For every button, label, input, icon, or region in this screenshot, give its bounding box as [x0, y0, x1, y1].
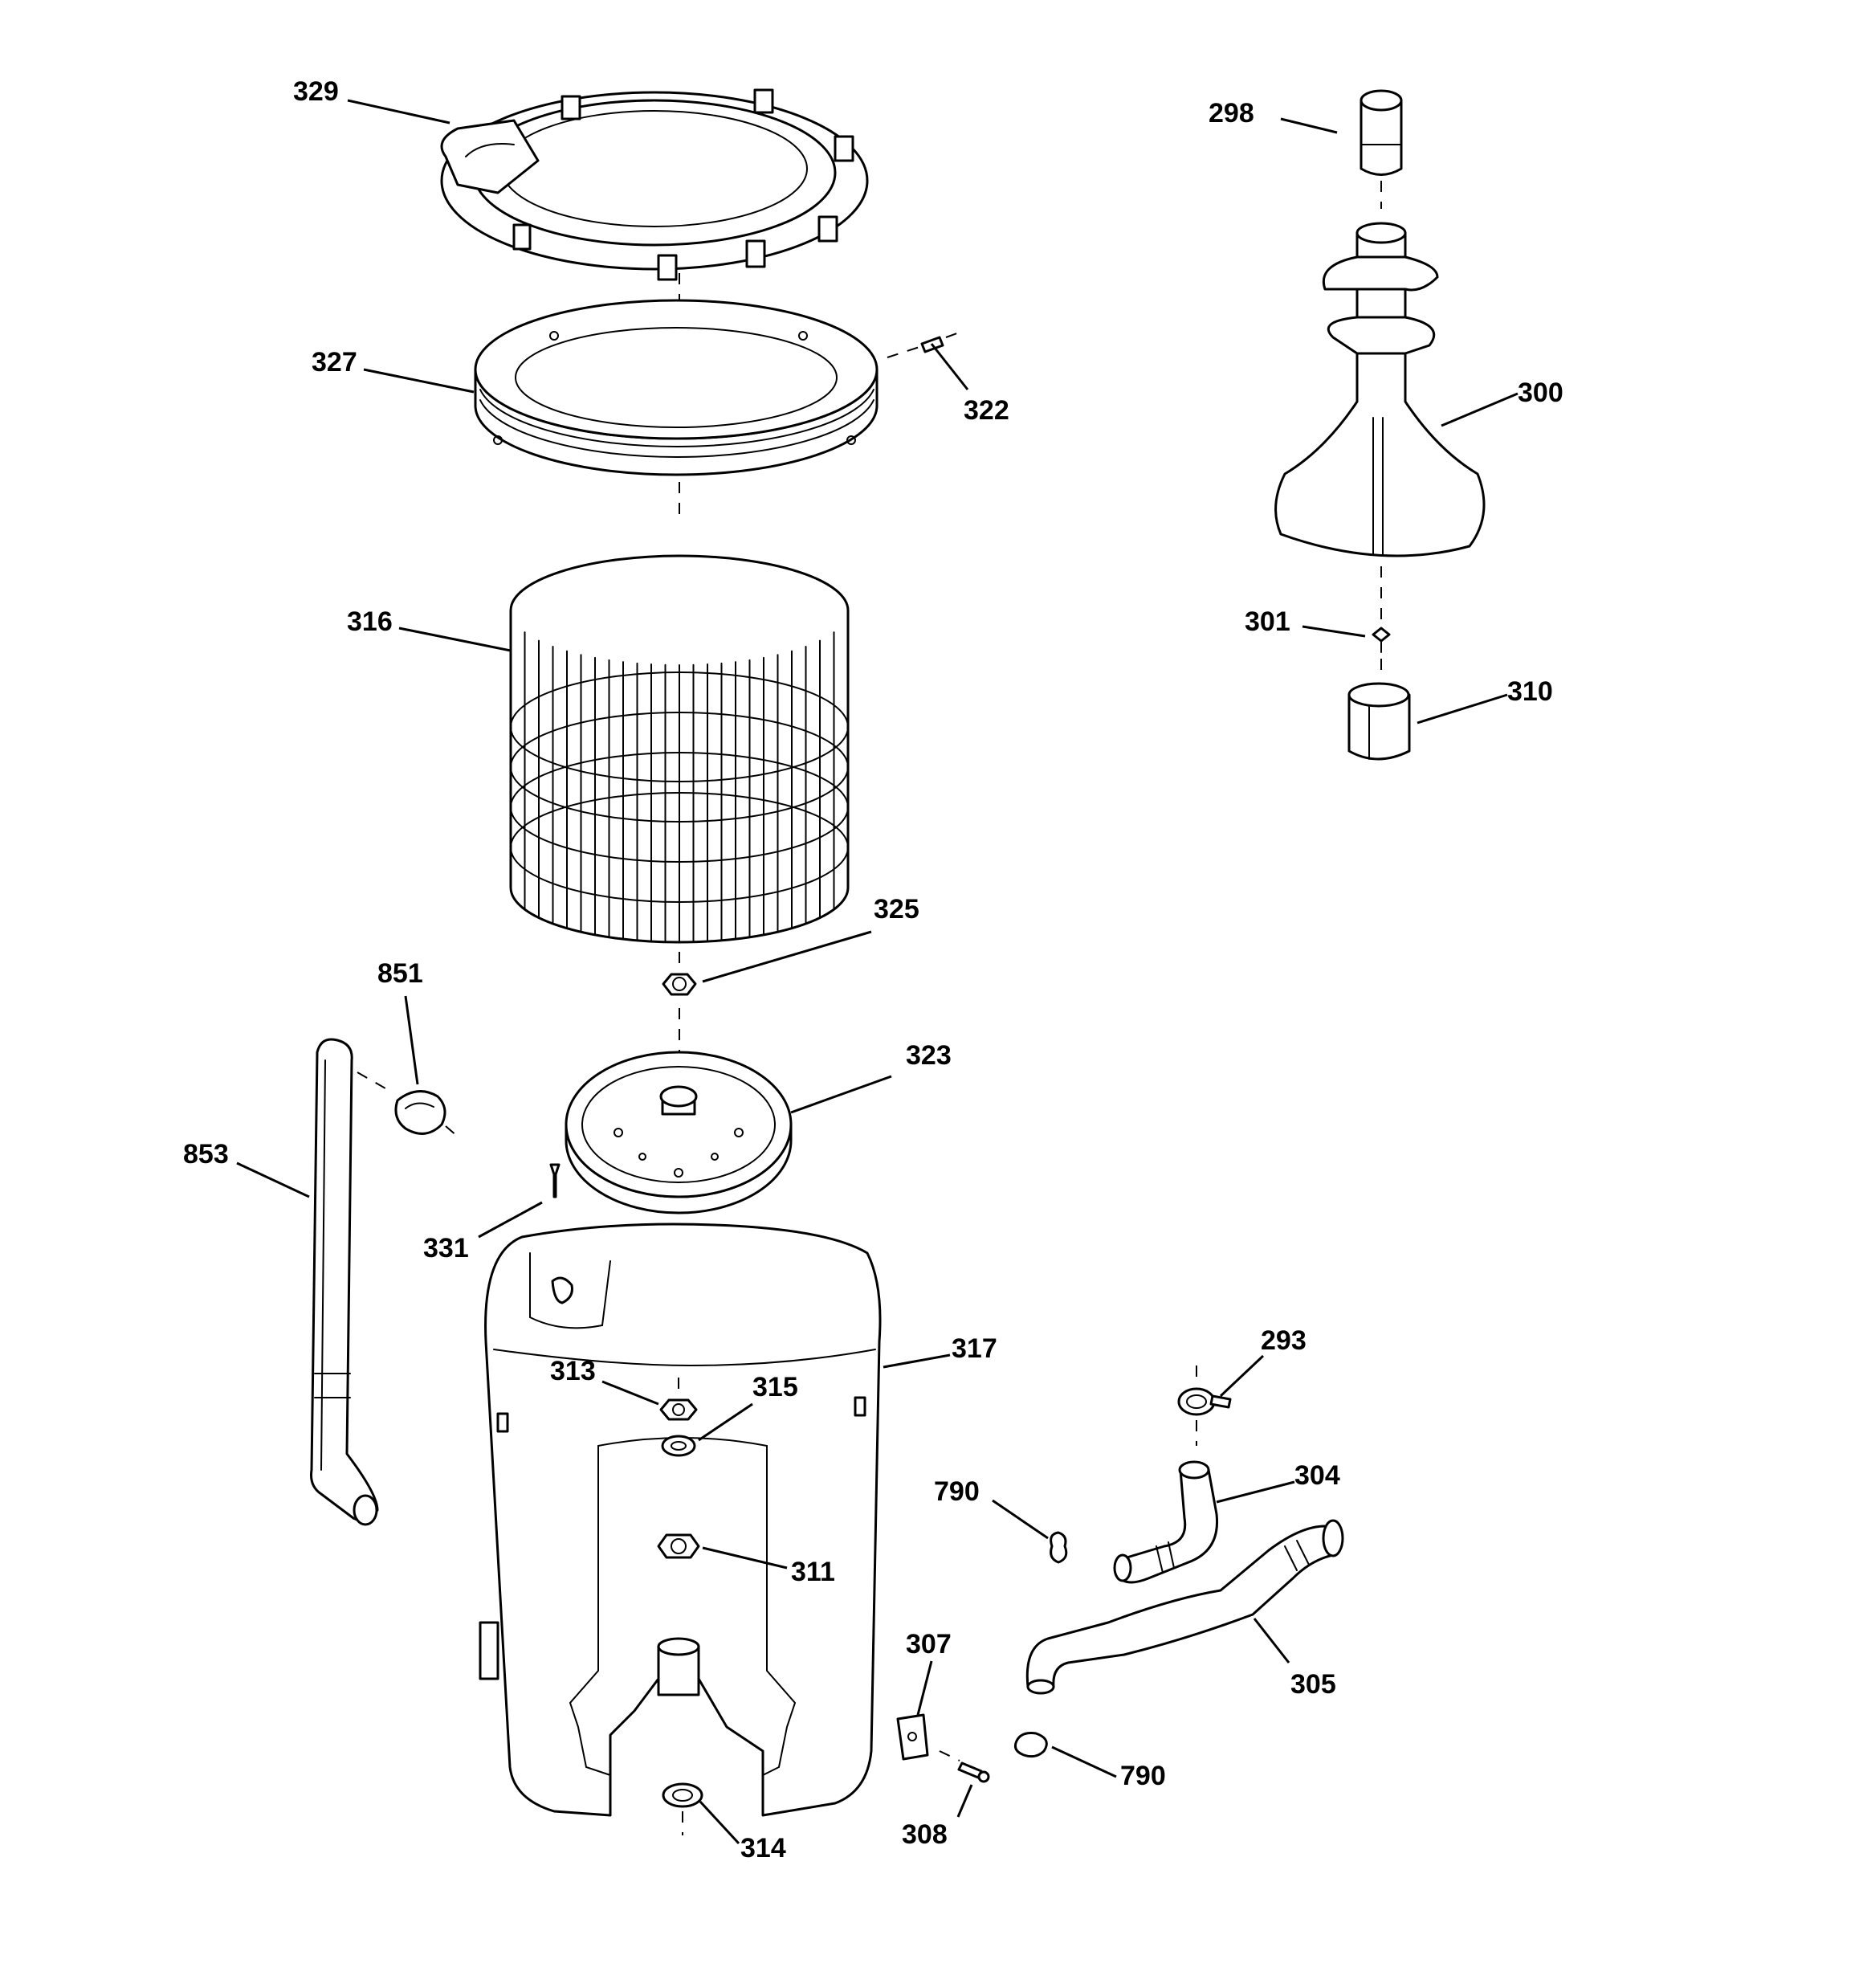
part-labels: 329 327 322 316 325 323 331 851 853 317 …: [183, 76, 1563, 1863]
label-311: 311: [791, 1557, 835, 1587]
label-790-lower: 790: [1120, 1761, 1166, 1791]
part-315-washer: [661, 1435, 696, 1457]
part-298-agitator-cap: [1360, 89, 1403, 176]
part-293-clamp: [1177, 1387, 1232, 1416]
part-853-hose: [310, 1038, 379, 1526]
label-327: 327: [312, 347, 357, 378]
label-322: 322: [964, 395, 1009, 426]
label-310: 310: [1507, 676, 1553, 707]
label-305: 305: [1290, 1669, 1336, 1700]
part-304-hose-elbow: [1113, 1460, 1219, 1584]
label-314: 314: [740, 1833, 786, 1863]
label-851: 851: [377, 958, 423, 989]
part-300-agitator: [1274, 222, 1486, 557]
part-331-screw: [549, 1163, 561, 1198]
part-314-seal: [662, 1782, 703, 1808]
part-311-nut: [657, 1533, 700, 1559]
label-313: 313: [550, 1356, 596, 1386]
label-329: 329: [293, 76, 339, 107]
part-313-nut: [659, 1398, 698, 1421]
label-315: 315: [752, 1372, 798, 1402]
part-316-spin-basket: [509, 554, 850, 944]
part-322-screw: [887, 330, 964, 358]
part-301-bolt: [1372, 627, 1391, 653]
part-305-drain-hose: [1025, 1519, 1344, 1695]
label-301: 301: [1245, 606, 1290, 637]
leader-lines: [236, 99, 1519, 1845]
part-308-screw: [939, 1750, 990, 1783]
part-790-clip-upper: [1050, 1531, 1068, 1564]
part-327-balance-ring: [474, 299, 879, 476]
label-853: 853: [183, 1139, 229, 1170]
part-307-bracket: [896, 1713, 929, 1761]
part-329-tub-cover: [440, 88, 869, 281]
label-317: 317: [952, 1333, 997, 1364]
label-316: 316: [347, 606, 393, 637]
label-304: 304: [1294, 1460, 1340, 1491]
part-851-cap: [394, 1090, 446, 1135]
label-325: 325: [874, 894, 919, 925]
part-323-hub-plate: [565, 1051, 793, 1214]
label-790-upper: 790: [934, 1476, 980, 1507]
part-325-nut: [662, 973, 697, 996]
part-310-coupler: [1347, 682, 1411, 761]
label-323: 323: [906, 1040, 952, 1071]
label-308: 308: [902, 1819, 948, 1850]
part-790-clip-lower: [1014, 1732, 1048, 1758]
label-307: 307: [906, 1629, 952, 1659]
label-300: 300: [1518, 378, 1563, 408]
label-298: 298: [1209, 98, 1254, 129]
label-293: 293: [1261, 1325, 1307, 1356]
part-317-outer-tub: [479, 1223, 882, 1817]
label-331: 331: [423, 1233, 469, 1263]
